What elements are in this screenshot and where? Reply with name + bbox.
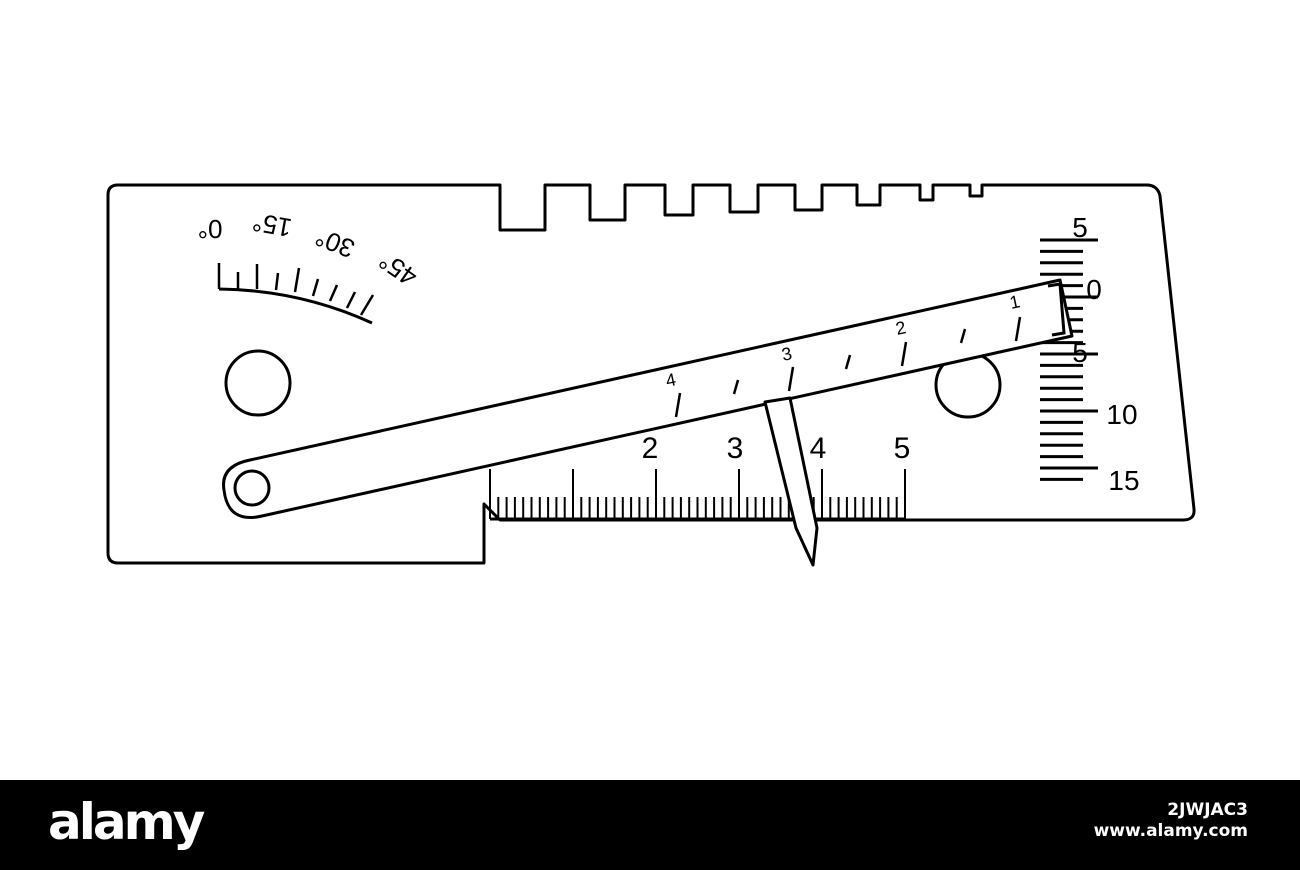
vertical-scale-label: 5 [1072,337,1088,368]
angle-scale-arc [218,287,373,325]
swing-arm: 4 3 2 1 [222,278,1074,519]
angle-tick [274,272,280,291]
arm-scale-label: 4 [664,369,678,391]
alamy-logo: alamy [48,793,205,851]
arm-scale-tick [844,354,852,370]
angle-label: 15° [250,207,294,243]
horizontal-scale-label: 5 [894,432,911,465]
horizontal-scale: 2 3 4 5 [489,432,911,521]
swing-arm-body [222,278,1074,519]
image-id-block: 2JWJAC3 www.alamy.com [1094,800,1248,842]
arm-scale-tick [674,392,682,418]
stock-footer-bar: alamy 2JWJAC3 www.alamy.com [0,780,1300,870]
arm-pivot-circle [233,469,271,507]
image-id: 2JWJAC3 [1167,800,1248,820]
angle-label: 0° [198,214,223,244]
arm-scale-label: 2 [894,317,908,339]
arm-scale-tick [1014,316,1022,342]
arm-pointer-blade [763,396,819,567]
arm-scale-tick [959,328,967,344]
angle-tick [345,291,357,309]
site-url: www.alamy.com [1093,821,1248,841]
horizontal-scale-label: 3 [727,432,744,465]
body-hole-left [224,349,292,417]
arm-end-slot [1047,282,1066,337]
vertical-scale-label: 5 [1072,212,1088,243]
angle-tick [328,284,339,302]
horizontal-scale-label: 4 [810,432,827,465]
horizontal-scale-label: 2 [642,432,659,465]
vertical-scale-label: 15 [1108,465,1139,496]
vertical-scale-label: 0 [1086,274,1102,305]
arm-scale-tick [787,366,795,392]
arm-scale-tick [732,379,740,395]
angle-tick [293,267,301,293]
arm-scale-tick [900,341,908,367]
arm-scale-label: 3 [780,343,794,365]
vertical-scale-label: 10 [1106,399,1137,430]
angle-tick [311,278,320,297]
arm-scale-label: 1 [1008,291,1022,313]
angle-tick [359,294,375,316]
